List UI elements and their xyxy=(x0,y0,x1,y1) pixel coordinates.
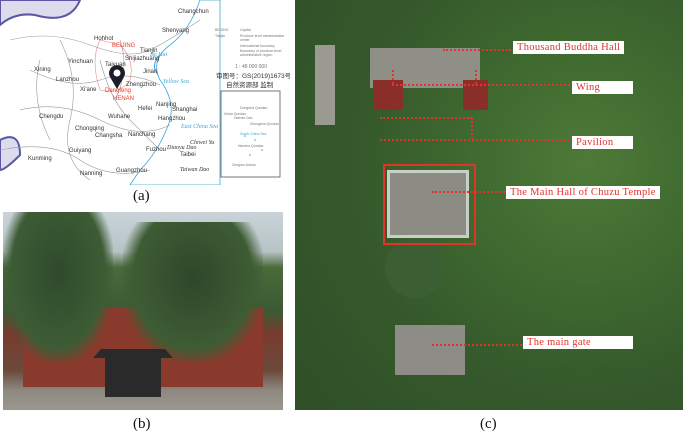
map-approval-number: 审图号：GS(2019)1673号 xyxy=(216,73,290,80)
city-label: Dengfeng xyxy=(105,88,132,94)
city-label: Changsha xyxy=(95,133,123,139)
city-label: Nanjing xyxy=(156,102,177,108)
legend-capital: BEIJING xyxy=(215,28,229,32)
leader-line xyxy=(392,84,570,86)
city-label: BEIJING xyxy=(112,43,136,49)
city-label: Shenyang xyxy=(162,28,190,34)
inset-label: Zhongsha Qundao xyxy=(250,122,279,126)
city-label: Xining xyxy=(34,67,51,73)
inset-label: Nansha Qundao xyxy=(238,144,264,148)
city-label: Chengdu xyxy=(39,114,64,120)
city-label: Guangzhou xyxy=(116,168,148,174)
inset-label: Hainan Dao xyxy=(234,116,253,120)
city-label: Tianjin xyxy=(140,48,158,54)
label-pavilion: Pavilion xyxy=(572,136,633,149)
temple-front-photo xyxy=(3,212,283,410)
leader-line xyxy=(380,139,570,141)
leader-line xyxy=(475,70,477,84)
map-scale: 1 : 48 000 000 xyxy=(235,64,267,70)
main-hall-roof xyxy=(387,170,469,238)
leader-line xyxy=(392,70,394,84)
inset-label: South China Sea xyxy=(240,132,267,136)
label-thousand-buddha-hall: Thousand Buddha Hall xyxy=(513,41,625,54)
city-label: Yinchuan xyxy=(68,59,93,65)
sea-label: Bo Hai xyxy=(150,52,168,58)
label-main-gate: The main gate xyxy=(523,336,633,349)
sea-label: Yellow Sea xyxy=(163,79,189,85)
tree xyxy=(3,212,113,362)
leader-line xyxy=(432,191,505,193)
city-label: Zhengzhou xyxy=(126,82,157,88)
tree xyxy=(123,222,263,362)
island-label: Taiwan Dao xyxy=(180,167,210,173)
leader-line xyxy=(471,117,473,139)
legend-intl-boundary: International boundary xyxy=(240,44,275,48)
incense-burner xyxy=(93,349,173,397)
legend-prov-boundary: Boundary of province-level administrativ… xyxy=(240,49,282,58)
legend-province-desc: Province level administrative center xyxy=(240,34,285,43)
city-label: Hefei xyxy=(138,106,153,112)
city-label: Jinan xyxy=(143,69,158,75)
tree xyxy=(385,238,445,298)
city-label: Hangzhou xyxy=(158,116,186,122)
panel-b-caption: (b) xyxy=(133,416,151,432)
city-label: Hohhot xyxy=(94,36,114,42)
legend-province: Tianjin xyxy=(215,34,226,38)
leader-line xyxy=(432,344,522,346)
city-label: Taibei xyxy=(180,152,196,158)
leader-line xyxy=(380,117,472,119)
city-label: Nanchang xyxy=(128,132,156,138)
map-outline xyxy=(0,0,281,185)
building-roof xyxy=(315,45,335,125)
panel-a-caption: (a) xyxy=(133,188,150,204)
location-pin-icon xyxy=(109,65,125,89)
map-issuer: 自然资源部 监制 xyxy=(226,82,274,89)
panel-c-caption: (c) xyxy=(480,416,497,432)
gate-roof xyxy=(395,325,465,375)
island-label: Chiwei Yu xyxy=(190,140,215,146)
sea-label: East China Sea xyxy=(181,124,218,130)
inset-label: Zengmu Ansha xyxy=(232,163,256,167)
city-label: Shijiazhuang xyxy=(125,56,160,62)
city-label: Lanzhou xyxy=(56,77,80,83)
label-wing: Wing xyxy=(572,81,633,94)
city-label: Guiyang xyxy=(69,148,92,154)
city-label: Chongqing xyxy=(75,126,105,132)
location-map: Changchun Shenyang Hohhot BEIJING Tianji… xyxy=(0,0,290,185)
inset-label: Dongsha Qundao xyxy=(240,106,268,110)
island-label: Diaoyu Dao xyxy=(167,145,197,151)
main-hall-highlight-box xyxy=(383,164,476,245)
city-label: HENAN xyxy=(113,96,135,102)
city-label: Kunming xyxy=(28,156,52,162)
city-label: Fuzhou xyxy=(146,147,167,153)
city-label: Nanning xyxy=(80,171,103,177)
city-label: Wuhane xyxy=(108,114,131,120)
city-label: Shanghai xyxy=(172,107,198,113)
city-label: Changchun xyxy=(178,9,209,15)
city-label: Taiyuan xyxy=(105,62,126,68)
city-label: Xi'ane xyxy=(80,87,97,93)
label-main-hall: The Main Hall of Chuzu Temple xyxy=(506,186,660,199)
inset-label: Xisha Qundao xyxy=(224,112,247,116)
leader-line xyxy=(443,49,511,51)
legend-capital-desc: Capital xyxy=(240,28,251,32)
